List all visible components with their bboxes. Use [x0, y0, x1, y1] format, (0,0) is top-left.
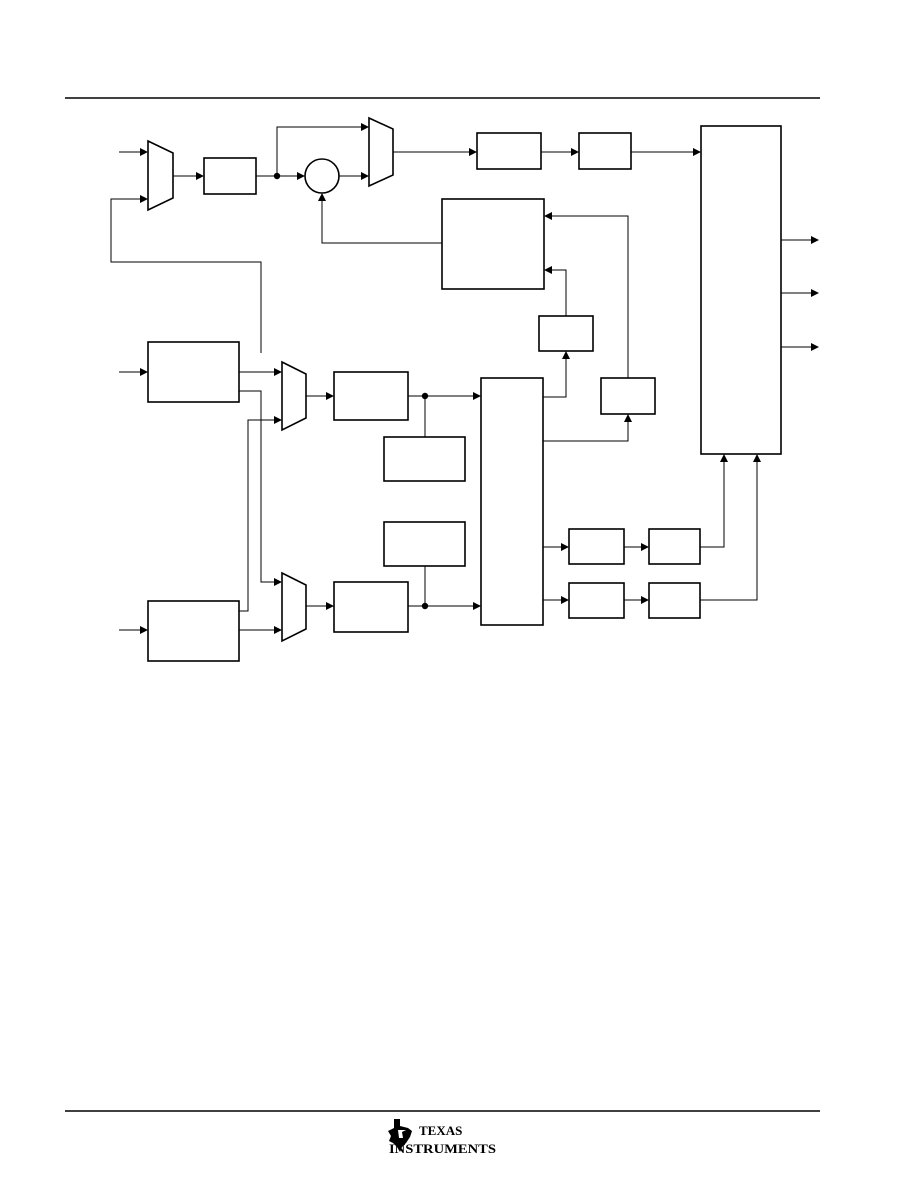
block-right-tall	[700, 125, 782, 455]
block-left-mid	[147, 341, 240, 403]
mux-bottom	[281, 571, 307, 643]
texas-instruments-logo: TEXAS INSTRUMENTS	[388, 1119, 496, 1156]
wire-loop-to-mux	[110, 195, 262, 353]
block-mid-sub	[383, 436, 466, 482]
wire-center-to-right-small	[543, 414, 632, 442]
wire-center-to-mid-small	[543, 351, 570, 398]
wire-mid-small-to-feedback	[544, 266, 567, 316]
wire-leftmid-to-muxbottom	[239, 390, 282, 586]
block-small-right	[600, 377, 656, 415]
block-left-bottom	[147, 600, 240, 662]
mux-mid	[281, 360, 307, 432]
mux-top-center	[368, 116, 394, 188]
block-low-c	[568, 582, 625, 619]
block-low-sub	[383, 521, 466, 567]
wire-bypass-to-mux	[276, 123, 369, 176]
block-mid-a	[333, 371, 409, 421]
logo-line-2: INSTRUMENTS	[389, 1141, 496, 1156]
block-top-a	[203, 157, 257, 195]
block-top-c	[578, 132, 632, 170]
block-feedback	[441, 198, 545, 290]
summing-junction	[304, 158, 340, 194]
wire-feedback-to-sum	[318, 193, 442, 244]
logo-line-1: TEXAS	[419, 1123, 462, 1138]
wire-lowb-to-tall	[700, 454, 728, 548]
block-low-d	[648, 582, 701, 619]
mux-top-left	[147, 139, 174, 212]
block-low-a	[568, 528, 625, 565]
block-bottom-a	[333, 581, 409, 633]
block-low-b	[648, 528, 701, 565]
wire-right-small-to-feedback	[544, 212, 629, 378]
block-center-tall	[480, 377, 544, 626]
block-top-b	[476, 132, 542, 170]
wire-lowd-to-tall	[700, 454, 761, 601]
block-small-mid	[538, 315, 594, 352]
wire-leftbottom-to-muxmid	[239, 416, 282, 612]
